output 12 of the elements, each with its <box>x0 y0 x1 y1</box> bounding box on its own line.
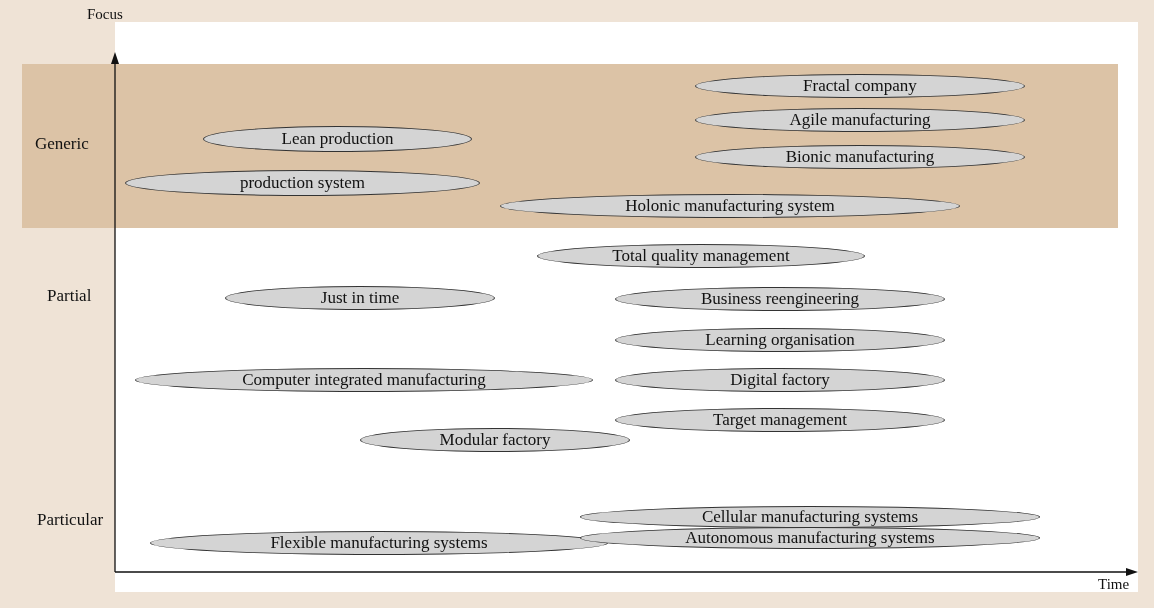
concept-ellipse: Fractal company <box>695 74 1025 98</box>
axis-label: Time <box>1098 576 1130 593</box>
category-label: Particular <box>37 510 104 530</box>
concept-ellipse: Holonic manufacturing system <box>500 194 960 218</box>
category-label: Partial <box>47 286 92 306</box>
axis-label: Focus <box>87 6 123 23</box>
concept-ellipse: Bionic manufacturing <box>695 145 1025 169</box>
category-band <box>22 64 1118 228</box>
concept-ellipse: Agile manufacturing <box>695 108 1025 132</box>
concept-ellipse: production system <box>125 170 480 196</box>
concept-ellipse: Lean production <box>203 126 472 152</box>
band-label: Generic <box>35 134 89 154</box>
